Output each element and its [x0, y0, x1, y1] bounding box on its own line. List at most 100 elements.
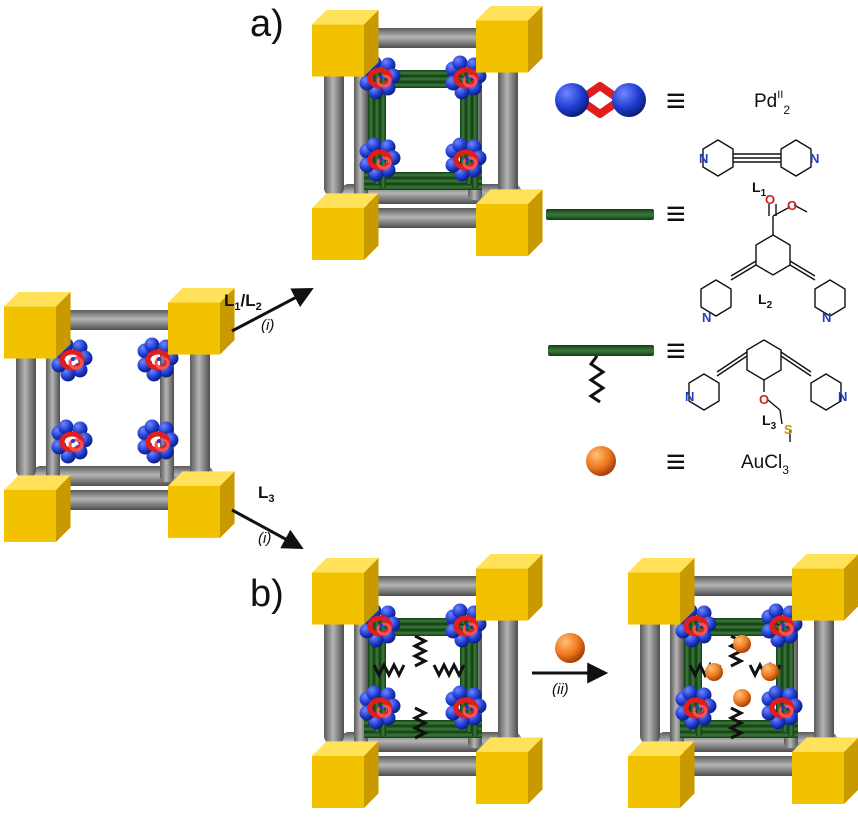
pd-blue-sphere	[366, 137, 382, 153]
ligand-rod-left	[368, 72, 374, 188]
l2-atom-o-top: O	[765, 192, 775, 207]
corner-side-face	[56, 475, 71, 542]
pd-red-ring-inner	[462, 156, 478, 170]
ligand-rod-bottom	[364, 172, 482, 178]
arrow-upper-ligand1-sub: 1	[234, 301, 240, 313]
corner-top-face	[476, 6, 543, 21]
ligand-rod-right	[466, 620, 472, 736]
pd-cluster-br	[761, 685, 803, 730]
l3-tail-bottom	[411, 706, 429, 740]
corner-cube-bl	[4, 475, 71, 542]
gold-guest-sphere	[733, 689, 751, 707]
pd-blue-sphere	[452, 55, 468, 71]
corner-side-face	[528, 554, 543, 621]
corner-side-face	[364, 741, 379, 808]
corner-cube-bl	[312, 741, 379, 808]
pd-cluster-br	[137, 419, 179, 464]
ligand-l2-label: L2	[758, 291, 773, 311]
corner-cube-bl	[628, 741, 695, 808]
pd-cluster-bl	[51, 419, 93, 464]
corner-side-face	[680, 558, 695, 625]
l2-sub: 2	[767, 300, 773, 311]
pd-blue-sphere	[768, 603, 784, 619]
ligand-rod-right	[460, 620, 466, 736]
pd-red-ring-inner	[376, 704, 392, 718]
pd-blue-sphere	[768, 685, 784, 701]
ligand-rod-top	[364, 76, 482, 82]
pd-core	[157, 357, 161, 361]
corner-top-face	[168, 288, 235, 303]
strut-front-bottom	[343, 756, 509, 776]
corner-cube-br	[168, 471, 235, 538]
ligand-rod-bottom	[364, 726, 482, 732]
legend-pd-symbol	[555, 82, 646, 118]
corner-cube-tr	[792, 554, 858, 621]
corner-front-face	[312, 755, 364, 808]
cage-a	[312, 6, 543, 260]
corner-cube-tl	[4, 292, 71, 359]
pd-cluster-bl	[359, 685, 401, 730]
legend-pd-sub: 2	[783, 103, 790, 117]
pd-cluster-tr	[445, 603, 487, 648]
l3-tail-right	[432, 661, 466, 679]
ligand-rod-left	[696, 620, 702, 736]
strut-front-right	[498, 610, 518, 744]
pd-red-ring-inner	[68, 438, 84, 452]
strut-front-bottom	[35, 490, 201, 510]
corner-side-face	[680, 741, 695, 808]
pd-core	[465, 157, 469, 161]
corner-front-face	[476, 751, 528, 804]
strut-front-left	[16, 344, 36, 478]
legend-auc-base: AuCl	[741, 452, 782, 473]
cage-start	[4, 288, 235, 542]
corner-cube-bl	[312, 193, 379, 260]
pd-red-ring-inner	[462, 74, 478, 88]
gold-guest-sphere	[761, 663, 779, 681]
ligand-rod-right	[788, 620, 794, 736]
ligand-rod-top	[364, 70, 482, 76]
corner-front-face	[312, 24, 364, 77]
pd-core	[695, 705, 699, 709]
ligand-rod-left	[690, 620, 696, 736]
corner-front-face	[476, 20, 528, 73]
arrow-lower-label: L3	[258, 483, 275, 505]
pd-blue-sphere	[144, 419, 160, 435]
pd-blue-sphere	[366, 685, 382, 701]
legend-green-rod	[546, 209, 654, 220]
corner-side-face	[844, 554, 858, 621]
ligand-rod-left	[684, 620, 690, 736]
l3-atom-s: S	[784, 422, 793, 437]
corner-cube-tl	[628, 558, 695, 625]
pd-blue-sphere	[682, 685, 698, 701]
pd-red-ring-inner	[778, 622, 794, 636]
arrow-upper-slash: /	[241, 291, 246, 310]
pd-cluster-tl	[359, 603, 401, 648]
l3-tail-bottom	[727, 706, 745, 740]
ligand-rod-right	[776, 620, 782, 736]
l3-atom-n-right: N	[838, 389, 847, 404]
gold-guest-sphere	[733, 635, 751, 653]
corner-cube-tr	[476, 6, 543, 73]
panel-label-b: b)	[250, 573, 284, 615]
pd-red-ring-inner	[462, 704, 478, 718]
corner-side-face	[844, 737, 858, 804]
pd-cluster-tr	[137, 337, 179, 382]
ligand-rod-top	[680, 624, 798, 630]
corner-side-face	[56, 292, 71, 359]
pd-core	[695, 623, 699, 627]
pd-cluster-br	[445, 685, 487, 730]
pd-core	[379, 705, 383, 709]
ligand-rod-top	[680, 630, 798, 636]
pd-red-ring-inner	[376, 622, 392, 636]
pd-core	[379, 75, 383, 79]
corner-side-face	[364, 193, 379, 260]
ligand-rod-left	[380, 620, 386, 736]
corner-top-face	[792, 737, 858, 752]
corner-front-face	[476, 568, 528, 621]
ligand-rod-bottom	[680, 726, 798, 732]
l3-atom-n-left: N	[685, 389, 694, 404]
corner-top-face	[476, 737, 543, 752]
ligand-l1-label: L1	[752, 179, 767, 199]
cage-b	[312, 554, 543, 808]
